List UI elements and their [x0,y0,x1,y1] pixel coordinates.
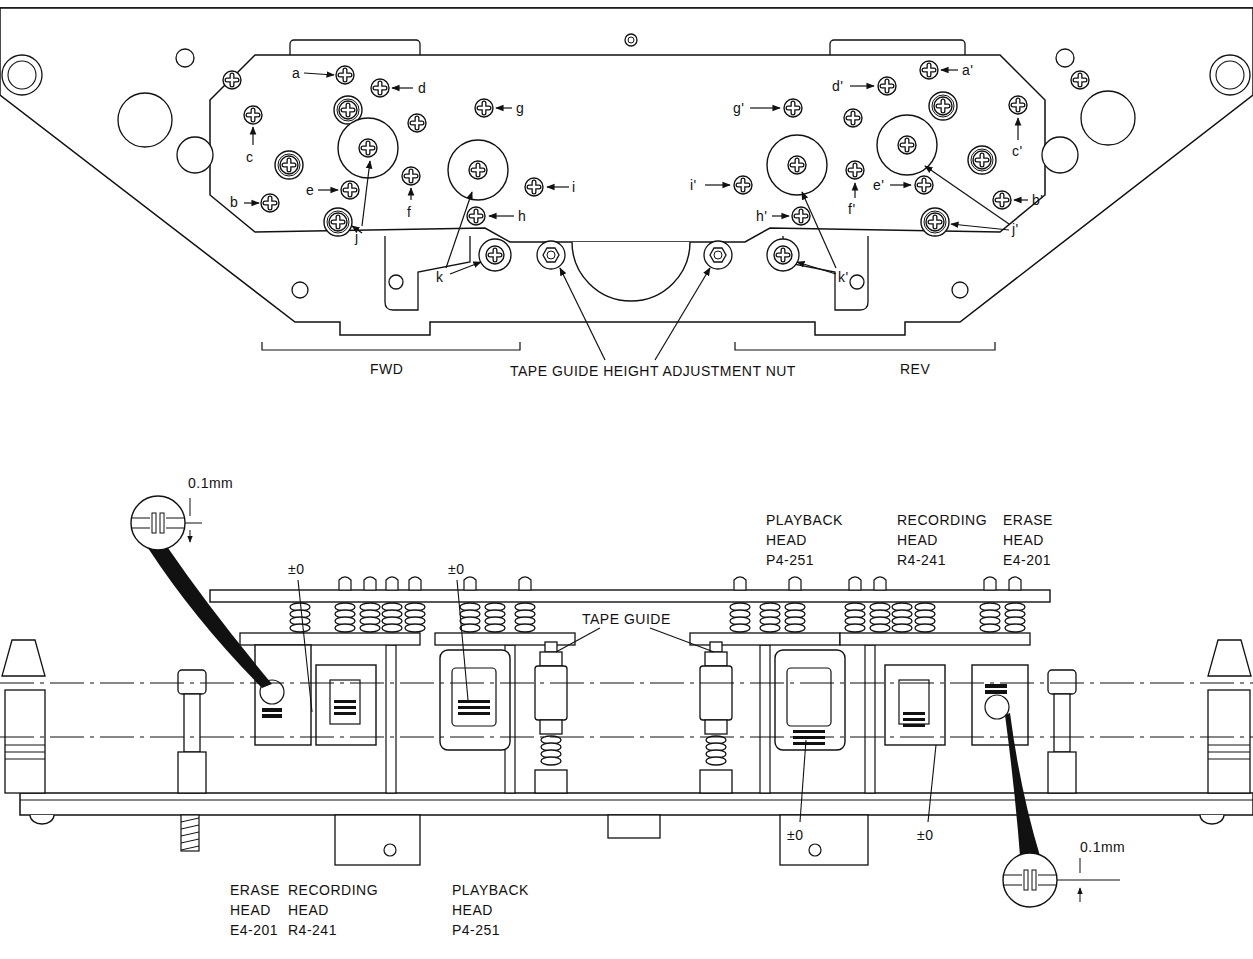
screw-letter: g' [733,99,744,117]
screw-letter: c' [1012,142,1023,160]
tolerance-label: ±0 [787,826,803,844]
screw-letter: e' [873,176,884,194]
screw-letter: h' [756,207,767,225]
screw-letter: g [516,99,524,117]
screw-letter: b [230,193,238,211]
screw-letter: j' [1012,220,1019,238]
screw-letter: k' [838,268,849,286]
screw-letter: a' [962,61,973,79]
direction-label: FWD [370,360,403,378]
dimension-label: 0.1mm [1080,838,1125,856]
screw-letter: b' [1032,191,1043,209]
direction-label: REV [900,360,930,378]
head-label: ERASE HEAD E4-201 [1003,510,1133,570]
screw-letter: a [292,64,300,82]
screw-letter: e [306,181,314,199]
screw-letter: i [572,178,576,196]
head-label: PLAYBACK HEAD P4-251 [452,880,582,940]
screw-letter: k [436,268,444,286]
tolerance-label: ±0 [448,560,464,578]
part-label: TAPE GUIDE [582,610,671,628]
screw-letter: c [246,148,254,166]
head-label: PLAYBACK HEAD P4-251 [766,510,896,570]
screw-letter: f [407,203,411,221]
screw-letter: f' [848,200,856,218]
screw-letter: d' [832,77,843,95]
screw-letter: h [518,207,526,225]
screw-letter: i' [690,176,697,194]
tolerance-label: ±0 [917,826,933,844]
part-label: TAPE GUIDE HEIGHT ADJUSTMENT NUT [510,362,796,380]
screw-letter: d [418,79,426,97]
tolerance-label: ±0 [288,560,304,578]
screw-letter: j [355,228,359,246]
dimension-label: 0.1mm [188,474,233,492]
head-label: RECORDING HEAD R4-241 [288,880,418,940]
